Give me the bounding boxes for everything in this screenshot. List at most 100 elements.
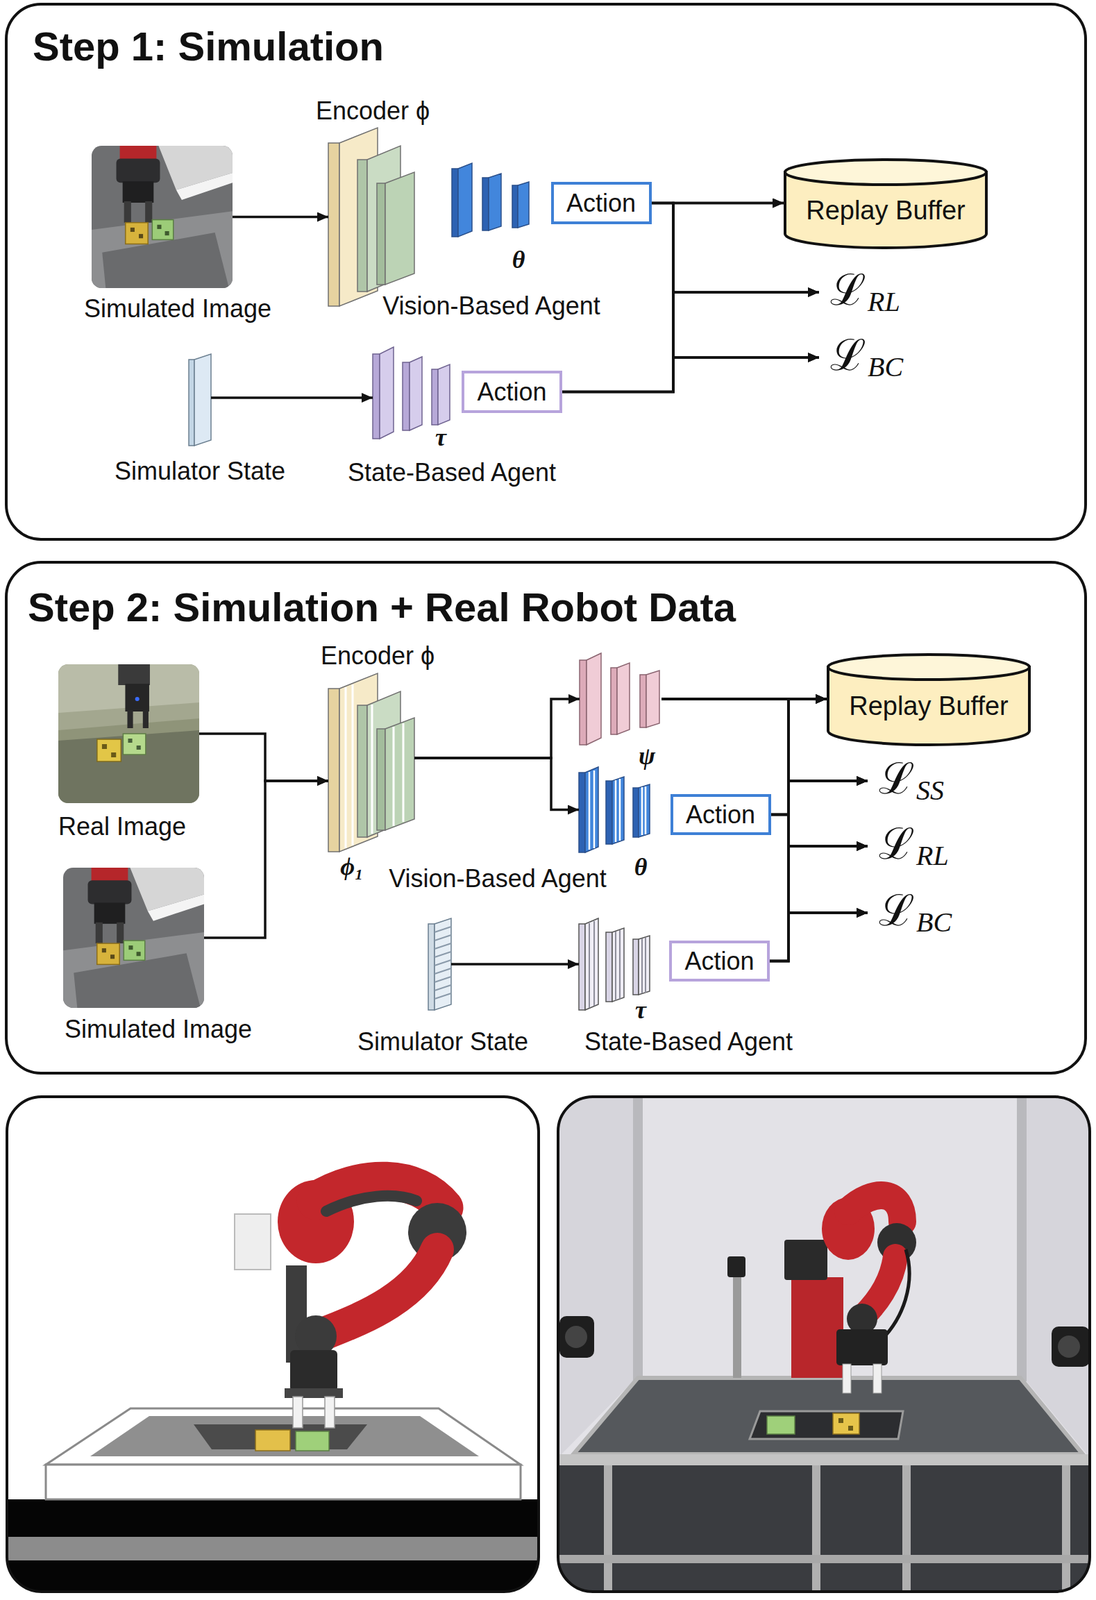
layer-stack: θ: [451, 163, 533, 237]
aux-layers: [617, 662, 630, 735]
state-vector-bar: [434, 968, 452, 974]
state-vector-bar: [434, 951, 452, 958]
node-text: SS: [916, 776, 944, 805]
node-text: BC: [916, 908, 952, 937]
real-robot-photo: [848, 1195, 903, 1222]
loss-term: ℒRL: [819, 268, 908, 316]
vision-layers: [488, 173, 502, 231]
real-robot-photo: [558, 1554, 1090, 1564]
encoder-layers: [345, 684, 404, 849]
sim-robot-render: [6, 1096, 539, 1592]
vision-layers: [578, 772, 586, 853]
state-layers: [638, 935, 650, 995]
symbol-label: ϕ₁: [340, 852, 364, 881]
real-robot-photo: [749, 1411, 904, 1439]
loss-term: ℒSS: [867, 757, 951, 805]
node-text: Replay Buffer: [805, 195, 966, 227]
encoder-layers: [402, 723, 405, 822]
aux-layers: [586, 653, 602, 745]
symbol-label: ψ: [638, 742, 656, 771]
real-robot-photo: [559, 1316, 595, 1358]
node-text: Action: [476, 377, 547, 407]
state-layers: [409, 356, 423, 431]
encoder-layers: [357, 159, 368, 292]
step-panel: Step 2: Simulation + Real Robot DataReal…: [4, 560, 1087, 1075]
vision-layers: [458, 163, 472, 237]
state-layers: [585, 918, 599, 1010]
state-vector-bar: [434, 926, 452, 933]
state-layers: [612, 928, 625, 1002]
vision-layers: [451, 168, 459, 237]
state-layers: [644, 937, 647, 993]
real-robot-photo: [812, 1465, 821, 1592]
sim-image: [91, 145, 233, 289]
state-vector-bar: [434, 926, 452, 999]
connector: [414, 757, 579, 811]
state-layers: [437, 364, 450, 425]
real-robot-photo: [558, 1096, 1090, 1592]
node-text: RL: [916, 841, 949, 870]
vision-layers: [641, 787, 644, 836]
image-thumbnail: Simulated Image: [63, 867, 205, 1008]
real-robot-photo: [558, 1454, 1090, 1592]
connector: [204, 780, 329, 938]
state-layers: [588, 923, 590, 1008]
layer-stack: ψ: [579, 653, 662, 745]
real-robot-photo: [873, 1363, 882, 1394]
real-robot-photo: [832, 1413, 860, 1435]
state-vector-bar: [188, 353, 212, 446]
state-vector: Simulator State: [428, 918, 452, 1010]
state-layers: [641, 938, 643, 994]
sim-robot-render: [6, 1096, 539, 1592]
replay-buffer: Replay Buffer: [826, 653, 1031, 745]
encoder-layers: [385, 172, 415, 285]
image-thumbnail: Simulated Image: [91, 145, 233, 289]
real-robot-photo: [1051, 1326, 1090, 1367]
agent-label: Vision-Based Agent: [388, 864, 607, 893]
real-robot-photo: [603, 1465, 613, 1592]
node-text: BC: [867, 353, 904, 382]
node-text: Encoder ϕ: [315, 96, 430, 125]
image-thumbnail: Real Image: [58, 664, 200, 804]
real-robot-photo: [791, 1277, 844, 1378]
node-text: State-Based Agent: [584, 1027, 793, 1056]
state-layers: [614, 931, 617, 1001]
replay-buffer: Replay Buffer: [783, 158, 988, 248]
aux-layers: [579, 653, 660, 745]
loss-term: ℒRL: [867, 822, 956, 870]
real-robot-photo: [848, 1425, 854, 1431]
encoder-layers: [392, 726, 395, 826]
sim-robot-render: [234, 1213, 271, 1270]
state-vector-bar: [194, 353, 212, 446]
encoder-layers: [328, 673, 415, 852]
node-text: Action: [684, 946, 754, 976]
real-image: [58, 664, 200, 804]
state-vector-bar: [434, 959, 452, 966]
vision-layers: [638, 784, 650, 838]
connector: [769, 846, 868, 962]
agent-label: Vision-Based Agent: [382, 291, 601, 320]
connector: [771, 780, 869, 815]
node-text: Action: [685, 800, 756, 829]
action-box: Action: [461, 370, 563, 413]
real-robot-photo: [902, 1465, 911, 1592]
state-vector-bar: [434, 993, 452, 999]
sim-robot-render: [45, 1408, 521, 1465]
connector: [211, 396, 373, 400]
sim-robot-render: [45, 1464, 521, 1500]
node-text: ℒ: [830, 333, 867, 377]
aux-layers: [639, 674, 647, 728]
real-robot-photo: [766, 1415, 795, 1435]
real-robot-photo: [633, 1096, 643, 1382]
encoder-layers: [371, 704, 374, 834]
real-robot-photo: [573, 1377, 1083, 1455]
real-robot-photo: [558, 1096, 1090, 1592]
node-text: Simulator State: [114, 456, 286, 486]
node-text: ℒ: [830, 268, 867, 312]
vision-layers: [512, 185, 518, 228]
sim-robot-render: [255, 1429, 291, 1451]
encoder-layers: [328, 142, 340, 307]
real-robot-photo: [558, 1096, 1090, 1592]
state-layers: [372, 353, 380, 439]
sim-robot-render: [6, 1536, 539, 1561]
